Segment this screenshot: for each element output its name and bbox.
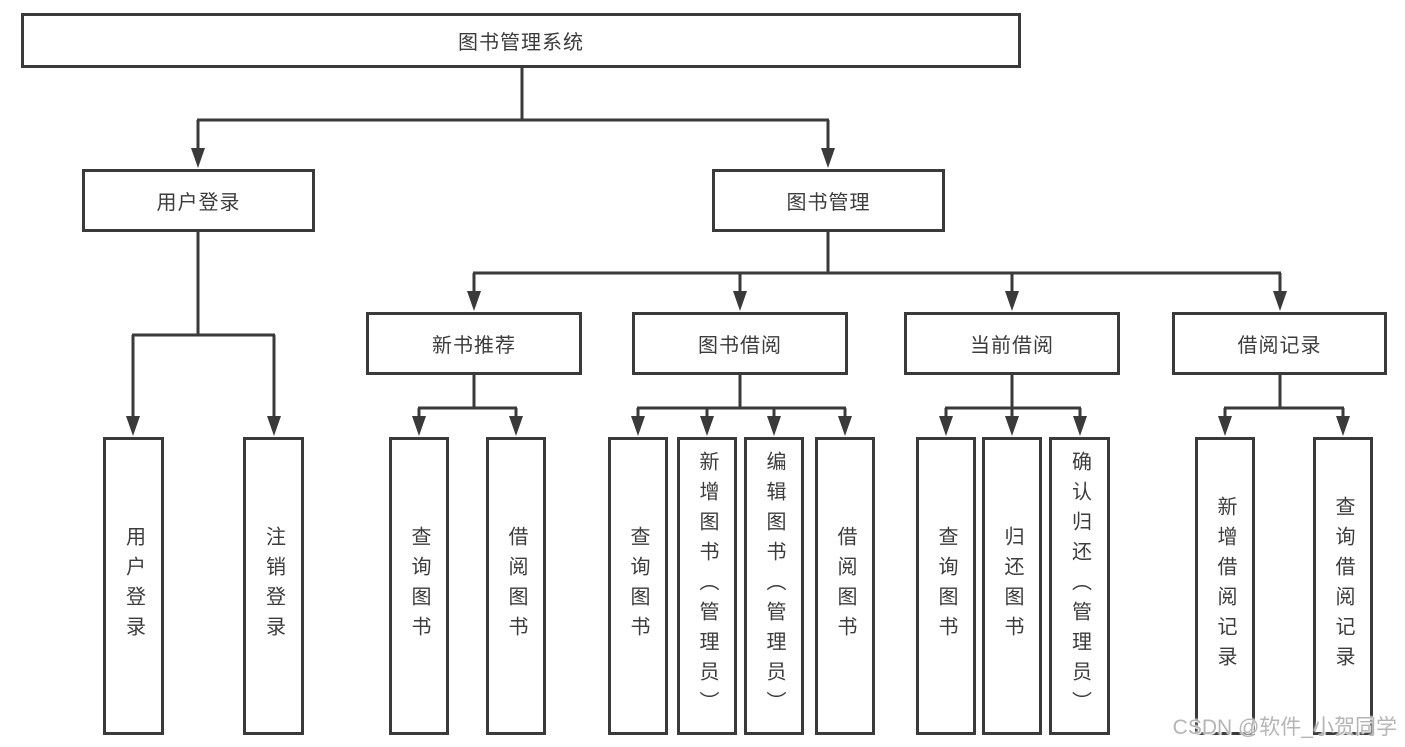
- leaf-query-books-borrow-label: 查询图书: [627, 526, 649, 646]
- leaf-query-books-recommend-label: 查询图书: [408, 526, 430, 646]
- leaf-confirm-return-admin-label: 确认归还（管理员）: [1068, 451, 1091, 721]
- leaf-query-borrow-record: 查询借阅记录: [1313, 437, 1373, 735]
- leaf-edit-book-admin-label: 编辑图书（管理员）: [763, 451, 785, 721]
- node-current-borrowing: 当前借阅: [904, 312, 1120, 375]
- node-book-management-label: 图书管理: [786, 192, 871, 214]
- node-library-system-label: 图书管理系统: [458, 32, 584, 54]
- node-borrowing-records-label: 借阅记录: [1237, 335, 1322, 357]
- leaf-borrow-books: 借阅图书: [815, 437, 875, 735]
- leaf-edit-book-admin: 编辑图书（管理员）: [744, 437, 804, 735]
- leaf-add-book-admin-label: 新增图书（管理员）: [696, 451, 718, 721]
- leaf-borrow-books-label: 借阅图书: [834, 526, 856, 646]
- connector-new-books-group: [417, 375, 518, 418]
- connector-current-borrow-group: [944, 375, 1082, 418]
- leaf-borrow-books-recommend: 借阅图书: [486, 437, 546, 735]
- connector-user-login-group: [131, 232, 276, 418]
- node-new-book-recommend: 新书推荐: [366, 312, 582, 375]
- leaf-user-login-label: 用户登录: [122, 526, 145, 646]
- leaf-user-login: 用户登录: [103, 437, 164, 735]
- node-user-login-label: 用户登录: [156, 192, 241, 214]
- connector-root-to-level2: [196, 68, 830, 150]
- node-user-login: 用户登录: [82, 169, 315, 232]
- leaf-return-books: 归还图书: [982, 437, 1042, 735]
- leaf-borrow-books-recommend-label: 借阅图书: [505, 526, 527, 646]
- leaf-query-books-borrow: 查询图书: [608, 437, 668, 735]
- leaf-return-books-label: 归还图书: [1001, 526, 1023, 646]
- leaf-add-borrow-record: 新增借阅记录: [1195, 437, 1255, 735]
- node-library-system: 图书管理系统: [21, 13, 1021, 68]
- leaf-logout: 注销登录: [243, 437, 304, 735]
- leaf-query-borrow-record-label: 查询借阅记录: [1332, 496, 1354, 676]
- connector-book-management-to-level3: [472, 232, 1282, 293]
- node-book-borrowing-label: 图书借阅: [698, 335, 782, 357]
- connector-book-borrow-group: [636, 375, 847, 418]
- node-current-borrowing-label: 当前借阅: [970, 335, 1054, 357]
- connector-borrow-records-group: [1223, 375, 1345, 418]
- leaf-query-books-recommend: 查询图书: [389, 437, 449, 735]
- leaf-add-borrow-record-label: 新增借阅记录: [1214, 496, 1236, 676]
- node-new-book-recommend-label: 新书推荐: [432, 335, 516, 357]
- leaf-logout-label: 注销登录: [262, 526, 285, 646]
- node-borrowing-records: 借阅记录: [1172, 312, 1387, 375]
- csdn-watermark: CSDN @软件_小贺同学: [1172, 716, 1397, 739]
- node-book-management: 图书管理: [712, 169, 945, 232]
- node-book-borrowing: 图书借阅: [632, 312, 848, 375]
- leaf-query-books-current-label: 查询图书: [935, 526, 957, 646]
- leaf-add-book-admin: 新增图书（管理员）: [677, 437, 737, 735]
- leaf-query-books-current: 查询图书: [916, 437, 976, 735]
- arrowheads: [126, 148, 1350, 436]
- leaf-confirm-return-admin: 确认归还（管理员）: [1049, 437, 1110, 735]
